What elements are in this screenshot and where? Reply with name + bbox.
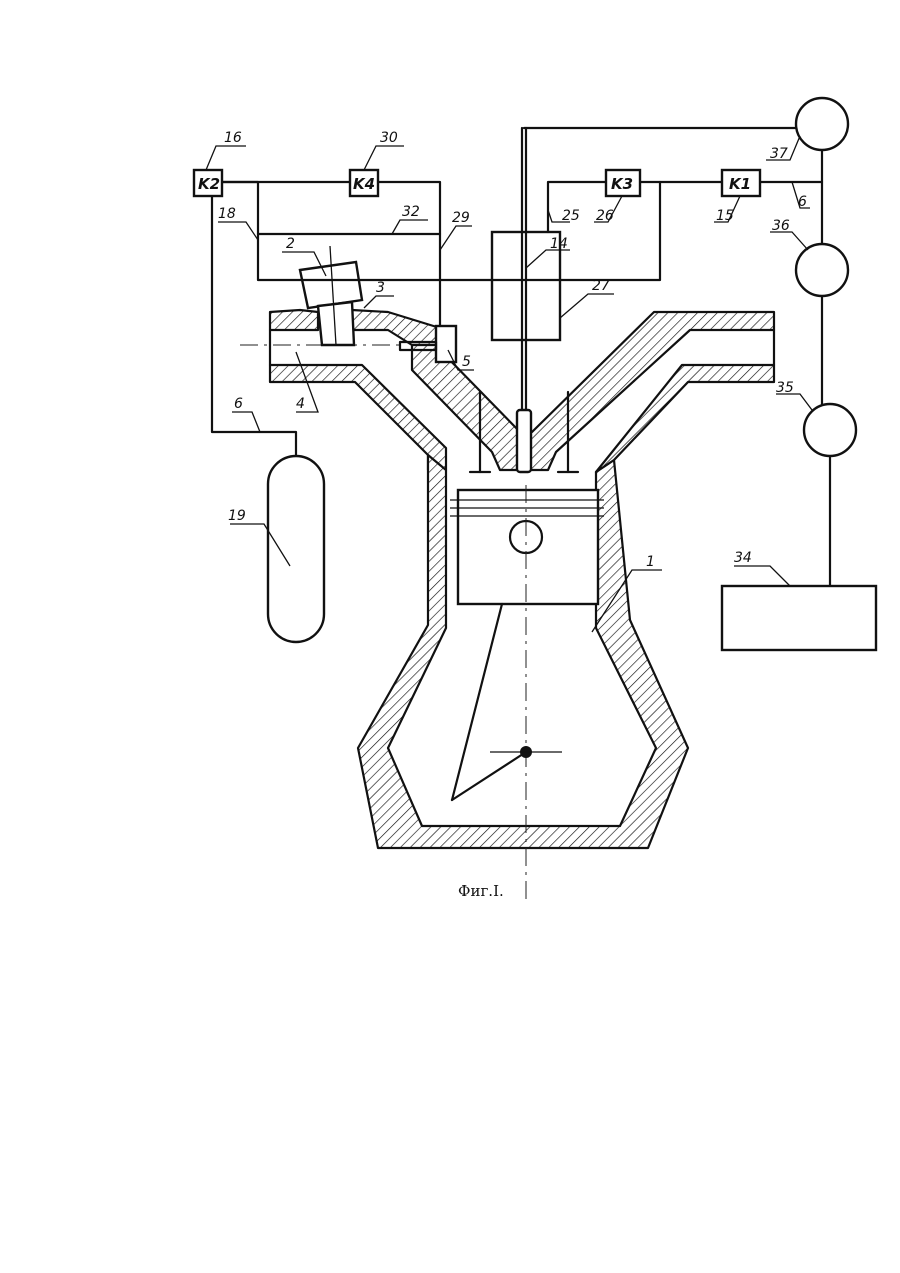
connecting-rod-left <box>452 604 502 800</box>
ref-4: 4 <box>296 396 305 412</box>
valve-k4-label: K4 <box>353 175 375 193</box>
ref-27: 27 <box>592 278 610 294</box>
combustion-dome <box>412 312 774 470</box>
ref-19: 19 <box>228 508 246 524</box>
ref-18: 18 <box>218 206 236 222</box>
unit-34 <box>722 586 876 650</box>
valve-k3-label: K3 <box>611 175 633 193</box>
unit-37 <box>796 98 848 150</box>
ref-29: 29 <box>452 210 470 226</box>
ref-26: 26 <box>596 208 614 224</box>
central-injector-tip <box>517 410 531 472</box>
ref-32: 32 <box>402 204 420 220</box>
tank-19 <box>268 456 324 642</box>
unit-35 <box>804 404 856 456</box>
intake-port-top-wall <box>270 310 318 330</box>
ref-6-left: 6 <box>234 396 243 412</box>
ref-15: 15 <box>716 208 734 224</box>
ref-2: 2 <box>286 236 295 252</box>
ref-16: 16 <box>224 130 242 146</box>
figure-caption: Фиг.I. <box>458 882 504 900</box>
ref-6-right: 6 <box>798 194 807 210</box>
valve-k1-label: K1 <box>729 175 751 193</box>
plug-5-body <box>436 326 456 362</box>
ref-36: 36 <box>772 218 790 234</box>
ref-35: 35 <box>776 380 794 396</box>
valve-k2-label: K2 <box>198 175 220 193</box>
ref-5: 5 <box>462 354 471 370</box>
ref-14: 14 <box>550 236 568 252</box>
ref-3: 3 <box>376 280 385 296</box>
pipe-25 <box>548 182 606 232</box>
ref-30: 30 <box>380 130 398 146</box>
piston <box>458 490 598 604</box>
unit-36 <box>796 244 848 296</box>
ref-37: 37 <box>770 146 788 162</box>
intake-head-top-wall <box>352 310 440 345</box>
ref-25: 25 <box>562 208 580 224</box>
ref-1: 1 <box>646 554 655 570</box>
ref-34: 34 <box>734 550 752 566</box>
